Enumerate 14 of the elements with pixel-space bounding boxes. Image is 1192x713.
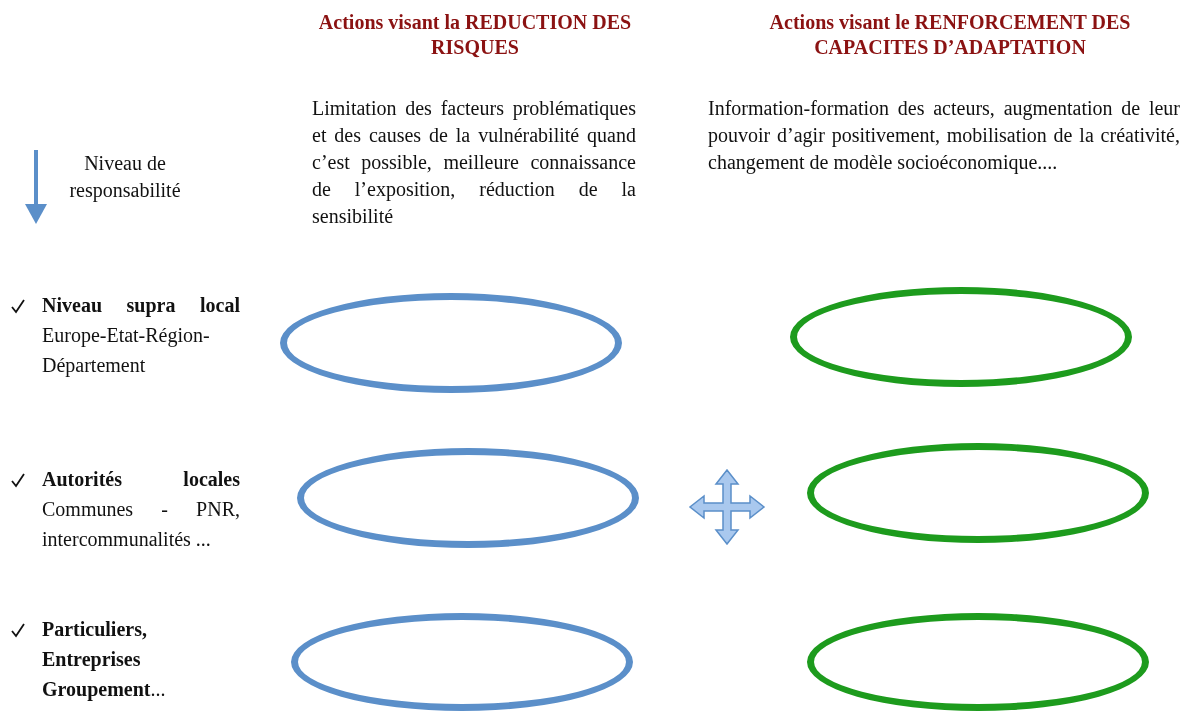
ellipse xyxy=(291,613,633,711)
level-label: Niveau supra local Europe-Etat-Région-Département xyxy=(42,293,240,379)
axis-label: Niveau de responsabilité xyxy=(68,151,182,204)
description-text: Information-formation des acteurs, augmentation de leur pouvoir d’agir positivement, mobilisation de la créativité, changement de modèle socioéconomique.... xyxy=(708,96,1180,176)
level-label: Autorités locales Communes - PNR, intercommunalités ... xyxy=(42,467,240,552)
column-heading: Actions visant le RENFORCEMENT DES CAPACITES D’ADAPTATION xyxy=(768,10,1132,60)
description-text: Limitation des facteurs problématiques et des causes de la vulnérabilité quand c’est possible, meilleure connaissance de l’exposition, réduction de la sensibilité xyxy=(312,96,636,229)
ellipse xyxy=(807,613,1149,711)
column-heading: Actions visant la REDUCTION DES RISQUES xyxy=(317,10,633,60)
ellipse xyxy=(280,293,622,393)
ellipse xyxy=(790,287,1132,387)
level-label: Particuliers, Entreprises Groupement... xyxy=(42,617,167,703)
ellipse xyxy=(807,443,1149,543)
ellipse xyxy=(297,448,639,548)
